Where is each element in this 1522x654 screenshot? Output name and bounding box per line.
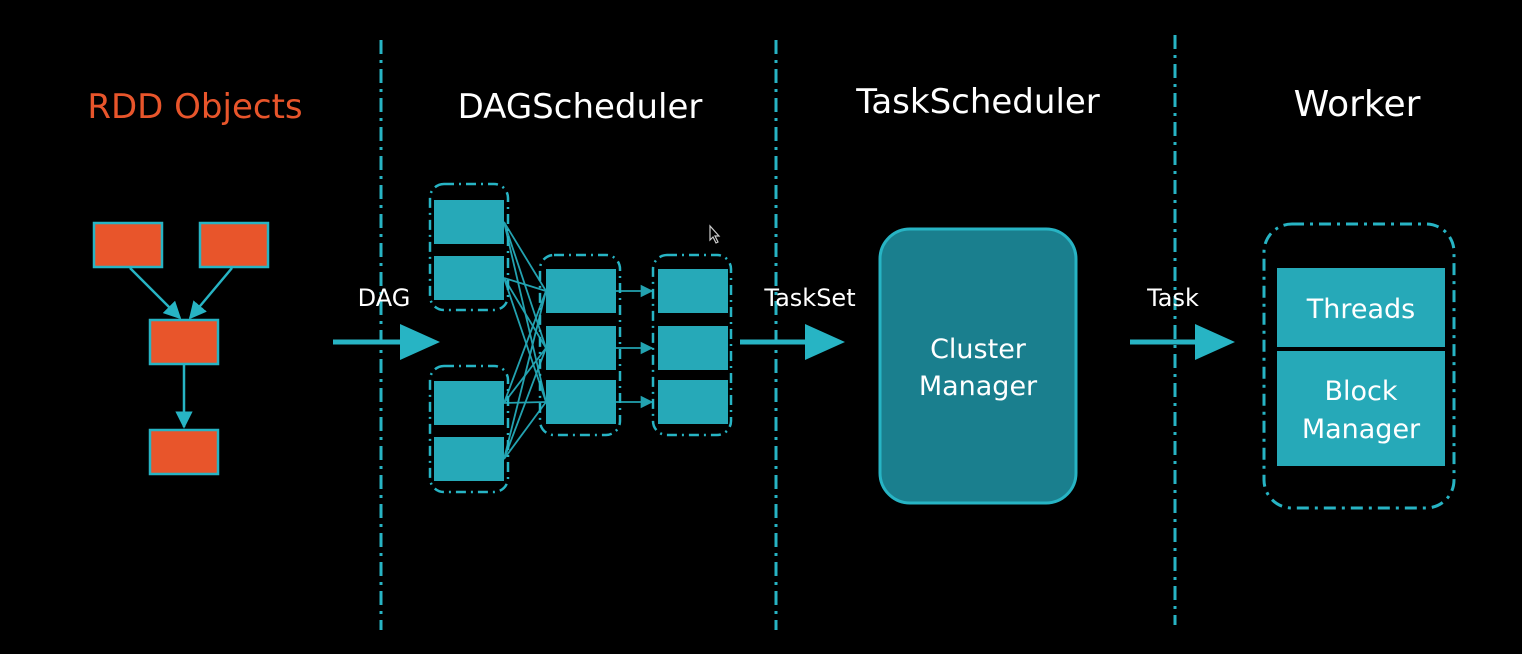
- block-manager-block: [1277, 351, 1445, 466]
- dag-arrow: DAG: [333, 284, 440, 360]
- stage-outline: [651, 253, 733, 437]
- rdd-edge-2: [188, 267, 233, 320]
- task-block: [434, 200, 504, 244]
- rdd-node: [92, 221, 164, 269]
- task-block: [658, 326, 728, 370]
- heading-dag-scheduler: DAGScheduler: [458, 87, 703, 127]
- block-manager-label-line2: Manager: [1302, 414, 1421, 445]
- rdd-node: [148, 428, 220, 476]
- task-block: [434, 256, 504, 300]
- block-manager-label-line1: Block: [1324, 376, 1397, 407]
- rdd-node: [148, 318, 220, 366]
- dag-arrow-label: DAG: [358, 284, 411, 312]
- taskset-arrow: TaskSet: [740, 284, 856, 360]
- threads-label: Threads: [1306, 294, 1415, 325]
- worker-outline: [1262, 222, 1456, 510]
- worker-box: Threads Block Manager: [1262, 222, 1456, 510]
- rdd-edge-1: [129, 267, 182, 320]
- task-block: [434, 437, 504, 481]
- separators: [379, 35, 1177, 630]
- rdd-node: [198, 221, 270, 269]
- rdd-graph: [92, 221, 270, 476]
- threads-block: [1277, 268, 1445, 347]
- task-block: [546, 326, 616, 370]
- heading-task-scheduler: TaskScheduler: [855, 82, 1100, 122]
- taskset-arrow-label: TaskSet: [763, 284, 855, 312]
- task-block: [658, 269, 728, 313]
- stage-outline: [428, 364, 510, 494]
- mouse-cursor-icon: [709, 224, 721, 244]
- task-block: [434, 381, 504, 425]
- heading-rdd-objects: RDD Objects: [87, 87, 302, 127]
- cluster-manager-label-line2: Manager: [919, 371, 1038, 402]
- task-arrow-label: Task: [1146, 284, 1199, 312]
- cluster-manager-box: Cluster Manager: [878, 227, 1078, 505]
- task-arrow: Task: [1130, 284, 1235, 360]
- stage-outline: [428, 182, 510, 312]
- task-block: [546, 269, 616, 313]
- task-block: [546, 380, 616, 424]
- heading-worker: Worker: [1294, 84, 1421, 125]
- dag-scheduler-graph: [428, 182, 733, 494]
- task-block: [658, 380, 728, 424]
- cluster-manager-label-line1: Cluster: [930, 334, 1027, 365]
- stage-outline: [538, 253, 622, 437]
